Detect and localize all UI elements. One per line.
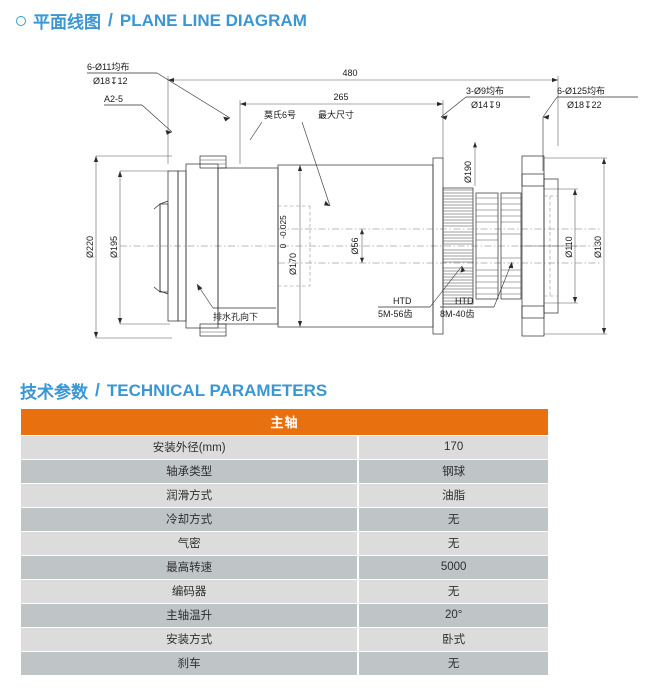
table-cell-parameter-value: 无: [358, 579, 548, 603]
table-row: 润滑方式油脂: [21, 483, 548, 507]
heading-tech-cn: 技术参数: [20, 383, 88, 402]
dim-dia-170-tol-upper: 0: [278, 243, 288, 248]
callout-htd-5m-line2: 5M-56齿: [378, 309, 413, 319]
dim-265-label: 265: [333, 92, 348, 102]
callout-right-holes-line2: Ø18↧22: [567, 100, 602, 110]
section-heading-plane-line-diagram: 平面线图 / PLANE LINE DIAGRAM: [16, 8, 307, 33]
table-row: 冷却方式无: [21, 507, 548, 531]
callout-mid-holes-line2: Ø14↧9: [471, 100, 501, 110]
heading-plane-separator: /: [108, 10, 113, 30]
table-row: 气密无: [21, 531, 548, 555]
table-row: 编码器无: [21, 579, 548, 603]
callout-left-holes-line2: Ø18↧12: [93, 76, 128, 86]
callout-right-holes-line1: 6-Ø125均布: [557, 85, 605, 96]
table-cell-parameter-name: 安装外径(mm): [21, 435, 360, 459]
dim-dia-220-label: Ø220: [85, 236, 95, 258]
table-cell-parameter-name: 轴承类型: [21, 459, 360, 483]
table-cell-parameter-value: 油脂: [358, 483, 548, 507]
heading-tech-en: TECHNICAL PARAMETERS: [106, 380, 328, 400]
pulley-teeth-group-1: [442, 187, 474, 305]
section-heading-technical-parameters: 技术参数 / TECHNICAL PARAMETERS: [20, 378, 327, 403]
table-cell-parameter-name: 冷却方式: [21, 507, 360, 531]
callout-max-size-label: 最大尺寸: [318, 109, 354, 120]
callout-mid-holes-line1: 3-Ø9均布: [466, 85, 504, 96]
table-title-cell: 主轴: [21, 409, 548, 435]
dim-dia-190-label: Ø190: [463, 161, 473, 183]
table-cell-parameter-name: 润滑方式: [21, 483, 360, 507]
heading-tech-separator: /: [95, 380, 100, 400]
table-header-row: 主轴: [21, 409, 548, 435]
table-cell-parameter-value: 无: [358, 531, 548, 555]
table-cell-parameter-value: 5000: [358, 555, 548, 579]
table-cell-parameter-value: 170: [358, 435, 548, 459]
heading-plane-en: PLANE LINE DIAGRAM: [119, 10, 307, 30]
dim-dia-56-label: Ø56: [350, 237, 360, 254]
dim-dia-170-label: Ø170: [288, 253, 298, 275]
heading-plane-cn: 平面线图: [33, 13, 101, 32]
table-row: 安装方式卧式: [21, 627, 548, 651]
callout-morse-taper-label: 莫氏6号: [264, 109, 296, 120]
table-cell-parameter-name: 编码器: [21, 579, 360, 603]
callout-drain-hole-label: 排水孔向下: [213, 311, 258, 322]
bullet-circle-icon: [16, 15, 26, 26]
table-cell-parameter-value: 无: [358, 651, 548, 675]
pulley-teeth-group-2: [475, 192, 499, 300]
technical-drawing: 480 265 6-Ø11均布 Ø18↧12 A2-5 莫氏6号 最大尺寸 3-…: [0, 46, 648, 346]
table-cell-parameter-name: 气密: [21, 531, 360, 555]
dim-dia-170-tol-lower: -0.025: [278, 215, 288, 239]
callout-htd-5m-line1: HTD: [393, 296, 412, 306]
callout-htd-8m-line1: HTD: [455, 296, 474, 306]
dim-480-label: 480: [342, 68, 357, 78]
table-cell-parameter-name: 安装方式: [21, 627, 360, 651]
table-cell-parameter-name: 主轴温升: [21, 603, 360, 627]
table-cell-parameter-value: 钢球: [358, 459, 548, 483]
dim-dia-130-label: Ø130: [593, 236, 603, 258]
callout-htd-8m-line2: 8M-40齿: [440, 309, 475, 319]
table-cell-parameter-value: 卧式: [358, 627, 548, 651]
table-row: 安装外径(mm)170: [21, 435, 548, 459]
table-cell-parameter-value: 无: [358, 507, 548, 531]
callout-left-holes-line1: 6-Ø11均布: [87, 61, 129, 72]
table-cell-parameter-name: 刹车: [21, 651, 360, 675]
table-cell-parameter-value: 20°: [358, 603, 548, 627]
dim-dia-110-label: Ø110: [564, 236, 574, 257]
table-row: 刹车无: [21, 651, 548, 675]
dim-dia-195-label: Ø195: [109, 236, 119, 258]
table-cell-parameter-name: 最高转速: [21, 555, 360, 579]
callout-a2-5-label: A2-5: [104, 94, 123, 104]
table-row: 轴承类型钢球: [21, 459, 548, 483]
